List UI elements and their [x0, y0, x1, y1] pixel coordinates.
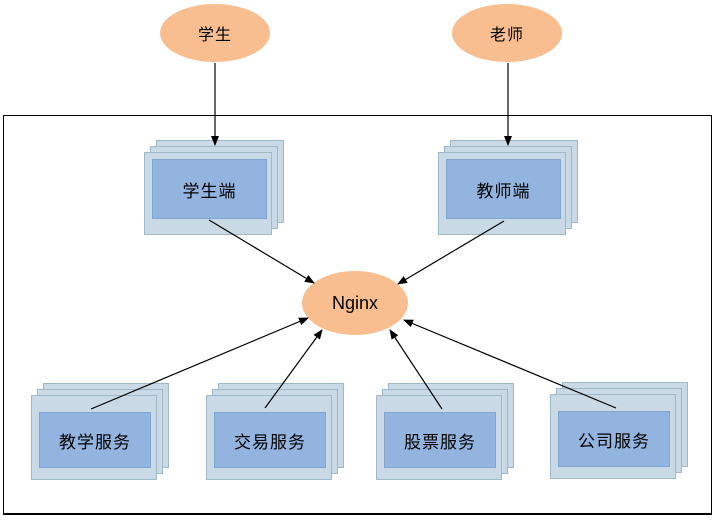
service-teaching-label-box: 教学服务 [39, 412, 151, 468]
stack-layer-front: 公司服务 [550, 394, 676, 479]
service-company-label: 公司服务 [578, 431, 650, 451]
actor-teacher-label: 老师 [489, 27, 524, 44]
service-trading-label: 交易服务 [234, 432, 306, 452]
service-trading-label-box: 交易服务 [214, 412, 326, 468]
service-stock-label: 股票服务 [404, 432, 476, 452]
stack-layer-front: 教师端 [438, 152, 566, 235]
system-boundary-rect [3, 115, 712, 515]
stack-layer-front: 交易服务 [206, 395, 332, 480]
actor-node-teacher: 老师 [452, 4, 562, 62]
service-teaching-label: 教学服务 [59, 432, 131, 452]
client-teacher-label-box: 教师端 [446, 159, 561, 219]
actor-node-student: 学生 [160, 4, 270, 62]
gateway-label: Nginx [331, 292, 379, 313]
stack-layer-front: 教学服务 [31, 395, 157, 480]
stack-layer-front: 学生端 [144, 152, 272, 235]
actor-student-label: 学生 [197, 27, 232, 44]
stack-layer-front: 股票服务 [376, 395, 502, 480]
client-student-label-box: 学生端 [152, 159, 267, 219]
gateway-node-nginx: Nginx [302, 271, 408, 335]
client-student-label: 学生端 [182, 181, 237, 201]
service-company-label-box: 公司服务 [558, 411, 670, 467]
client-teacher-label: 教师端 [476, 181, 531, 201]
service-stock-label-box: 股票服务 [384, 412, 496, 468]
